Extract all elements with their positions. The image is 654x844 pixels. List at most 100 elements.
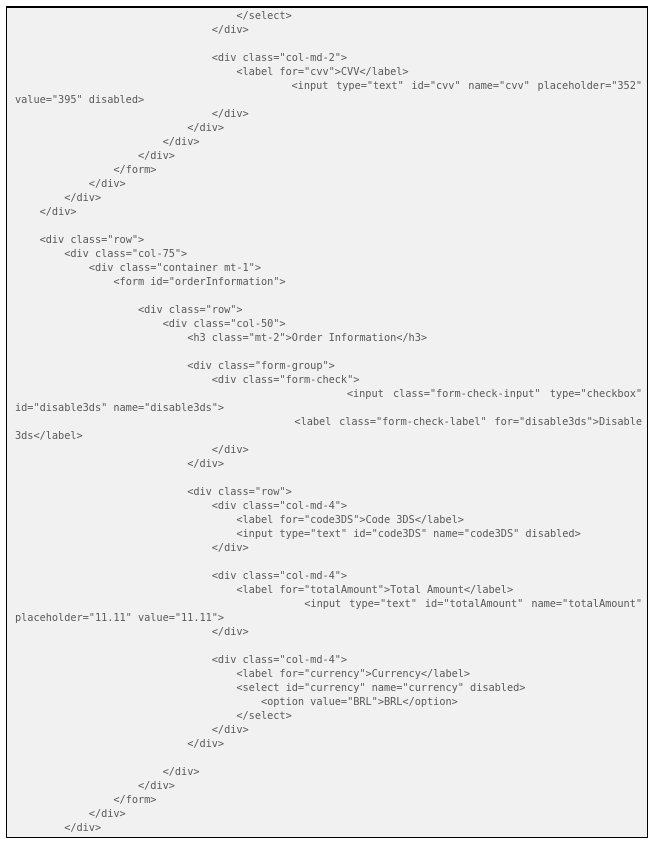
code-line-indent: [15, 500, 212, 512]
code-line: <input type="text" id="totalAmount" name…: [15, 597, 642, 611]
code-line: </div>: [15, 625, 642, 639]
code-line-indent: [15, 66, 236, 78]
code-line-blank: [15, 345, 642, 359]
code-line-indent: [15, 150, 138, 162]
code-line: </div>: [15, 177, 642, 191]
code-line: <h3 class="mt-2">Order Information</h3>: [15, 331, 642, 345]
code-line-text: <div class="col-md-4">: [211, 570, 348, 582]
code-line: <label for="totalAmount">Total Amount</l…: [15, 583, 642, 597]
code-line: <label class="form-check-label" for="dis…: [15, 415, 642, 429]
code-line-text: </div>: [88, 178, 126, 190]
code-line: </div>: [15, 807, 642, 821]
code-line-indent: [15, 808, 89, 820]
code-line-text: <div class="col-50">: [162, 318, 286, 330]
code-line-text: </div>: [162, 766, 200, 778]
code-line-indent: [15, 360, 187, 372]
code-line: </div>: [15, 205, 642, 219]
code-line-text: </div>: [138, 780, 175, 792]
code-line-text: <input type="text" id="cvv" name="cvv" p…: [291, 80, 643, 92]
code-line-text: <form id="orderInformation">: [113, 276, 286, 288]
code-line-text: value="395" disabled>: [15, 94, 145, 106]
code-line: </div>: [15, 541, 642, 555]
code-line-text: </div>: [211, 542, 249, 554]
code-line: </form>: [15, 793, 642, 807]
code-line: <input type="text" id="code3DS" name="co…: [15, 527, 642, 541]
code-line: </div>: [15, 121, 642, 135]
code-line-indent: [15, 738, 187, 750]
code-line-indent: [15, 794, 113, 806]
code-line-indent: [15, 164, 113, 176]
code-line-indent: [15, 710, 236, 722]
code-line-indent: [15, 514, 236, 526]
code-listing-frame: </select> </div> <div class="col-md-2"> …: [6, 6, 648, 838]
code-line-text: <div class="form-check">: [211, 374, 360, 386]
code-line-indent: [15, 234, 40, 246]
code-block: </select> </div> <div class="col-md-2"> …: [15, 9, 642, 835]
code-line-text: </div>: [211, 444, 249, 456]
code-line-text: </select>: [236, 10, 292, 22]
code-line-text: </div>: [162, 136, 200, 148]
code-line: <input type="text" id="cvv" name="cvv" p…: [15, 79, 643, 93]
code-line-text: <div class="row">: [39, 234, 145, 246]
code-line-indent: [15, 766, 163, 778]
code-line-text: <div class="container mt-1">: [88, 262, 261, 274]
code-line: </div>: [15, 737, 642, 751]
code-line-text: <div class="col-75">: [64, 248, 188, 260]
code-line: <label for="currency">Currency</label>: [15, 667, 642, 681]
code-line-blank: [15, 471, 642, 485]
code-line: <select id="currency" name="currency" di…: [15, 681, 642, 695]
code-line-text: </div>: [187, 738, 225, 750]
code-line-text: <div class="form-group">: [187, 360, 335, 372]
code-line-indent: [15, 318, 163, 330]
code-line-text: </div>: [39, 206, 77, 218]
code-line-indent: [15, 52, 212, 64]
code-line-indent: [15, 136, 163, 148]
code-line: </div>: [15, 779, 642, 793]
code-line-indent: [15, 682, 236, 694]
code-line: <div class="container mt-1">: [15, 261, 642, 275]
code-line: placeholder="11.11" value="11.11">: [15, 611, 642, 625]
code-line: </div>: [15, 821, 642, 835]
code-line-indent: [15, 122, 187, 134]
code-line: <label for="cvv">CVV</label>: [15, 65, 642, 79]
code-line-indent: [15, 528, 236, 540]
code-line-indent: [15, 724, 212, 736]
code-line: </div>: [15, 765, 642, 779]
code-line: <div class="col-md-4">: [15, 499, 642, 513]
code-line-indent: [15, 276, 113, 288]
code-line-text: </div>: [211, 724, 249, 736]
code-line-text: </div>: [88, 808, 126, 820]
code-line-blank: [15, 751, 642, 765]
code-line-indent: [15, 192, 64, 204]
code-line-text: <div class="row">: [138, 304, 243, 316]
code-line-text: <div class="col-md-2">: [211, 52, 348, 64]
code-line-text: <h3 class="mt-2">Order Information</h3>: [187, 332, 428, 344]
code-line-text: </select>: [236, 710, 292, 722]
code-line: </div>: [15, 107, 642, 121]
code-line-text: </div>: [211, 24, 249, 36]
code-line-indent: [15, 542, 212, 554]
code-line: <div class="form-group">: [15, 359, 642, 373]
code-line-indent: [15, 570, 212, 582]
code-line-blank: [15, 37, 642, 51]
code-line: <option value="BRL">BRL</option>: [15, 695, 642, 709]
code-line-blank: [15, 289, 642, 303]
code-line: <div class="col-md-4">: [15, 653, 642, 667]
code-line: <div class="form-check">: [15, 373, 642, 387]
code-line-text: <option value="BRL">BRL</option>: [260, 696, 458, 708]
code-line-indent: [15, 458, 187, 470]
code-line-text: <div class="col-md-4">: [211, 654, 348, 666]
code-line-indent: [15, 822, 64, 834]
code-line-text: <div class="col-md-4">: [211, 500, 348, 512]
code-line-text: <select id="currency" name="currency" di…: [236, 682, 526, 694]
code-line-text: </div>: [211, 108, 249, 120]
code-line: id="disable3ds" name="disable3ds">: [15, 401, 642, 415]
code-line-indent: [15, 668, 236, 680]
code-line: </form>: [15, 163, 642, 177]
code-line: </div>: [15, 723, 642, 737]
code-line-indent: [15, 80, 292, 92]
code-line: <div class="col-md-4">: [15, 569, 642, 583]
code-line-text: </div>: [64, 822, 102, 834]
code-line: value="395" disabled>: [15, 93, 642, 107]
code-line-text: <input type="text" id="totalAmount" name…: [304, 598, 643, 610]
